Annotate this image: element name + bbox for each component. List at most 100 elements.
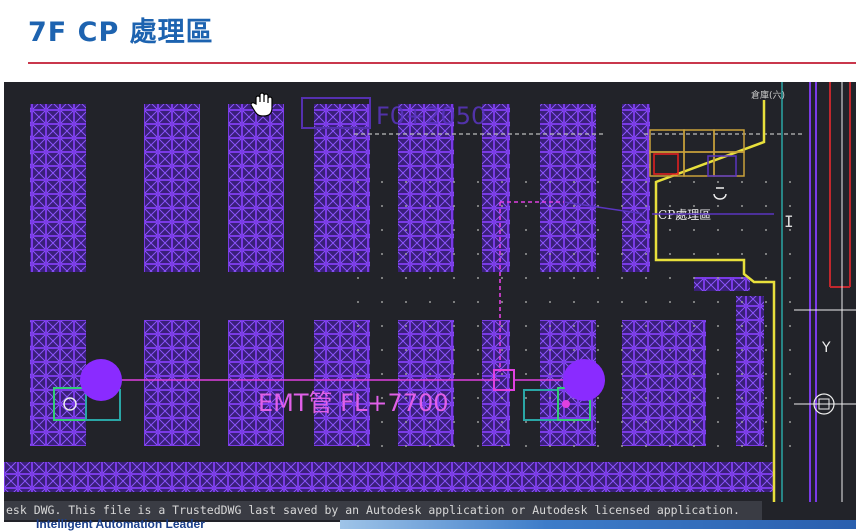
grid-dot: [621, 205, 623, 207]
rack-block: [144, 104, 200, 272]
grid-dot: [405, 349, 407, 351]
grid-dot: [525, 349, 527, 351]
grid-dot: [453, 397, 455, 399]
grid-dot: [429, 229, 431, 231]
grid-dot: [669, 205, 671, 207]
grid-dot: [717, 397, 719, 399]
floor-plan-canvas[interactable]: F0+2050 CP處理區 EMT管 FL+7700: [4, 82, 856, 522]
grid-dot: [501, 349, 503, 351]
grid-dot: [525, 397, 527, 399]
i-beam-cursor-icon: I: [784, 212, 794, 231]
grid-dot: [789, 301, 791, 303]
grid-dot: [477, 229, 479, 231]
grid-dot: [741, 325, 743, 327]
grid-dot: [549, 421, 551, 423]
grid-dot: [597, 301, 599, 303]
cad-status-bar: esk DWG. This file is a TrustedDWG last …: [4, 501, 762, 520]
grid-dot: [525, 421, 527, 423]
grid-dot: [525, 181, 527, 183]
grid-dot: [357, 253, 359, 255]
grid-dot: [693, 253, 695, 255]
grid-dot: [429, 277, 431, 279]
grid-dot: [693, 325, 695, 327]
grid-dot: [645, 301, 647, 303]
grid-dot: [741, 421, 743, 423]
grid-dot: [549, 229, 551, 231]
grid-dot: [477, 205, 479, 207]
grid-dot: [621, 421, 623, 423]
grid-dot: [741, 349, 743, 351]
grid-dot: [549, 349, 551, 351]
grid-dot: [789, 229, 791, 231]
grid-dot: [645, 229, 647, 231]
grid-dot: [645, 253, 647, 255]
grid-dot: [477, 421, 479, 423]
grid-dot: [597, 397, 599, 399]
grid-dot: [357, 301, 359, 303]
grid-dot: [525, 373, 527, 375]
grid-dot: [501, 373, 503, 375]
grid-dot: [621, 325, 623, 327]
grid-dot: [765, 205, 767, 207]
grid-dot: [525, 325, 527, 327]
grid-dot: [525, 229, 527, 231]
grid-dot: [453, 229, 455, 231]
grid-dot: [573, 301, 575, 303]
grid-dot: [789, 181, 791, 183]
grid-dot: [549, 181, 551, 183]
grid-dot: [789, 277, 791, 279]
grid-dot: [789, 373, 791, 375]
grid-dot: [693, 229, 695, 231]
grid-dot: [549, 445, 551, 447]
grid-dot: [645, 349, 647, 351]
equipment-symbol-icon: [713, 187, 727, 200]
equipment-unit-right: [523, 359, 605, 421]
footer-accent-bar: [340, 520, 856, 529]
rack-block: [144, 320, 200, 446]
faded-label-box: [301, 97, 371, 129]
grid-dot: [597, 181, 599, 183]
grid-dot: [741, 181, 743, 183]
grid-dot: [621, 301, 623, 303]
grid-dot: [453, 349, 455, 351]
grid-dot: [669, 325, 671, 327]
grid-dot: [765, 301, 767, 303]
cad-drawing-viewport[interactable]: F0+2050 CP處理區 EMT管 FL+7700: [4, 82, 856, 522]
grid-dot: [789, 397, 791, 399]
grid-dot: [357, 349, 359, 351]
grid-dot: [405, 445, 407, 447]
grid-dot: [741, 445, 743, 447]
grid-dot: [453, 277, 455, 279]
grid-dot: [621, 181, 623, 183]
grid-dot: [765, 349, 767, 351]
grid-dot: [645, 277, 647, 279]
grid-dot: [741, 301, 743, 303]
grid-dot: [693, 277, 695, 279]
rack-block: [694, 277, 750, 291]
faded-elevation-label: F0+2050: [376, 102, 486, 130]
grid-dot: [477, 301, 479, 303]
grid-dot: [693, 373, 695, 375]
grid-dot: [357, 181, 359, 183]
rack-block: [4, 462, 774, 492]
grid-dot: [693, 301, 695, 303]
grid-dot: [765, 277, 767, 279]
grid-dot: [693, 205, 695, 207]
grid-dot: [717, 181, 719, 183]
grid-dot: [525, 301, 527, 303]
grid-dot: [477, 373, 479, 375]
grid-dot: [525, 277, 527, 279]
rack-block: [622, 104, 650, 272]
grid-dot: [477, 445, 479, 447]
grid-dot: [573, 205, 575, 207]
grid-dot: [405, 253, 407, 255]
grid-dot: [717, 205, 719, 207]
grid-dot: [381, 277, 383, 279]
grid-dot: [501, 445, 503, 447]
grid-dot: [789, 253, 791, 255]
grid-dot: [741, 397, 743, 399]
grid-dot: [381, 445, 383, 447]
rack-block: [736, 296, 764, 446]
rack-block: [398, 320, 454, 446]
grid-dot: [549, 373, 551, 375]
